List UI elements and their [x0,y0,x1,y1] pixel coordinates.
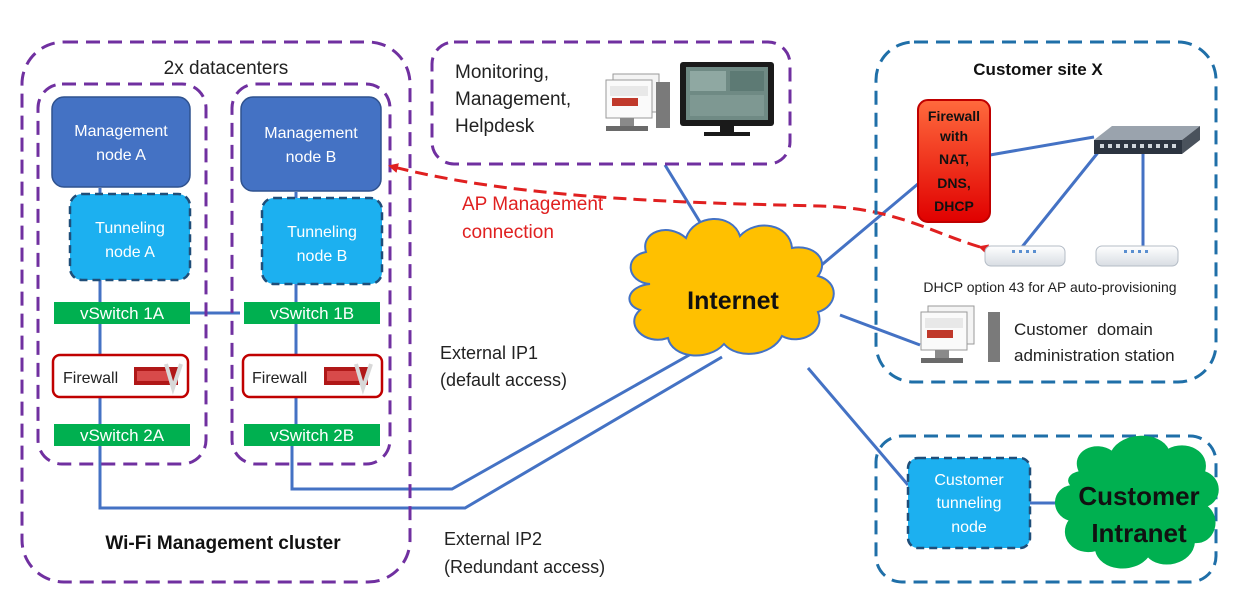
cluster-title: Wi-Fi Management cluster [105,533,341,554]
svg-text:node B: node B [286,149,337,166]
svg-text:Firewall: Firewall [928,108,980,124]
svg-text:NAT,: NAT, [939,151,969,167]
svg-text:node B: node B [297,248,348,265]
internet-label: Internet [687,287,779,315]
workstation-icon [605,73,670,131]
customer-tunneling-node: Customer tunneling node [906,456,1032,550]
link-external-ip2 [98,355,723,510]
vswitch-2b: vSwitch 2B [244,424,380,446]
svg-text:tunneling: tunneling [937,495,1002,512]
firewall-b: Firewall [241,353,384,399]
external-ip1-note: (default access) [440,370,567,390]
svg-text:vSwitch 2B: vSwitch 2B [270,426,354,445]
firewall-appliance-icon [134,363,183,395]
link-switch-ap1 [1020,149,1102,248]
vswitch-1b: vSwitch 1B [244,302,380,324]
customer-site: Customer site X Firewall with NAT, DNS, … [874,40,1218,384]
datacenter-a: Management node A Tunneling node A vSwit… [36,82,208,466]
link-external-ip1 [290,339,715,491]
management-node-a: Management node A [51,96,191,188]
svg-text:Firewall: Firewall [252,370,307,387]
customer-tunnel-boundary [874,434,1218,584]
intranet-cloud-shape [1055,435,1219,569]
external-ip-labels: External IP1 (default access) External I… [440,343,605,577]
svg-text:Tunneling: Tunneling [95,220,165,237]
external-ip2-note: (Redundant access) [444,557,605,577]
svg-text:vSwitch 1B: vSwitch 1B [270,304,354,323]
svg-text:node: node [951,519,987,536]
datacenter-b-boundary [230,82,392,466]
svg-text:Customer: Customer [1078,481,1199,511]
svg-text:vSwitch 1A: vSwitch 1A [80,304,165,323]
svg-text:Management: Management [74,123,168,140]
link-internet-customer-tunnel [806,367,910,486]
link-internet-customer-firewall [817,176,926,270]
vswitch-2a: vSwitch 2A [54,424,190,446]
access-point-2-icon [1095,245,1179,267]
ap-management-arrow [388,163,990,255]
customer-site-title: Customer site X [973,60,1103,79]
svg-text:DNS,: DNS, [937,175,970,191]
dashboard-monitor-icon [680,62,774,136]
svg-text:node A: node A [96,147,146,164]
svg-text:Customer: Customer [934,472,1004,489]
svg-text:DHCP: DHCP [934,198,974,214]
customer-firewall: Firewall with NAT, DNS, DHCP [917,99,991,223]
internet-cloud: Internet [628,218,835,357]
monitoring-label-line1: Monitoring, [455,62,549,83]
admin-station-label-line1: Customer domain [1014,320,1153,339]
customer-tunnel-area: Customer tunneling node Customer Intrane… [874,434,1219,584]
svg-text:with: with [939,128,968,144]
link-internet-admin-station [839,313,921,347]
firewall-a: Firewall [51,353,190,399]
monitoring-label-line3: Helpdesk [455,116,535,137]
svg-text:Firewall: Firewall [63,370,118,387]
svg-text:Intranet: Intranet [1091,518,1187,548]
dhcp-option-note: DHCP option 43 for AP auto-provisioning [923,279,1176,295]
access-point-1-icon [984,245,1066,267]
internet-cloud-shape [628,218,835,357]
ap-management-connection: AP Management connection [388,163,990,255]
svg-text:node A: node A [105,244,155,261]
tunneling-node-b: Tunneling node B [260,196,384,286]
customer-site-boundary [874,40,1218,384]
customer-intranet-cloud: Customer Intranet [1055,435,1219,569]
admin-station-label-line2: administration station [1014,346,1175,365]
tunneling-node-a: Tunneling node A [68,192,192,282]
link-firewall-switch [989,135,1095,157]
svg-text:Management: Management [264,125,358,142]
wifi-management-cluster: 2x datacenters Wi-Fi Management cluster … [20,40,412,584]
network-switch-icon [1094,126,1200,154]
firewall-appliance-icon [324,363,373,395]
external-ip2-label: External IP2 [444,529,542,549]
management-node-b: Management node B [240,96,382,192]
vswitch-1a: vSwitch 1A [54,302,190,324]
admin-workstation-icon [920,305,1000,363]
ap-connection-label-line1: AP Management [462,194,604,215]
monitoring-label-line2: Management, [455,89,571,110]
external-ip1-label: External IP1 [440,343,538,363]
ap-connection-label-line2: connection [462,222,554,243]
svg-text:vSwitch 2A: vSwitch 2A [80,426,165,445]
cluster-boundary [20,40,412,584]
datacenter-b: Management node B Tunneling node B vSwit… [230,82,392,466]
datacenters-label: 2x datacenters [164,58,289,79]
svg-text:Tunneling: Tunneling [287,224,357,241]
monitoring-box: Monitoring, Management, Helpdesk [430,40,792,166]
